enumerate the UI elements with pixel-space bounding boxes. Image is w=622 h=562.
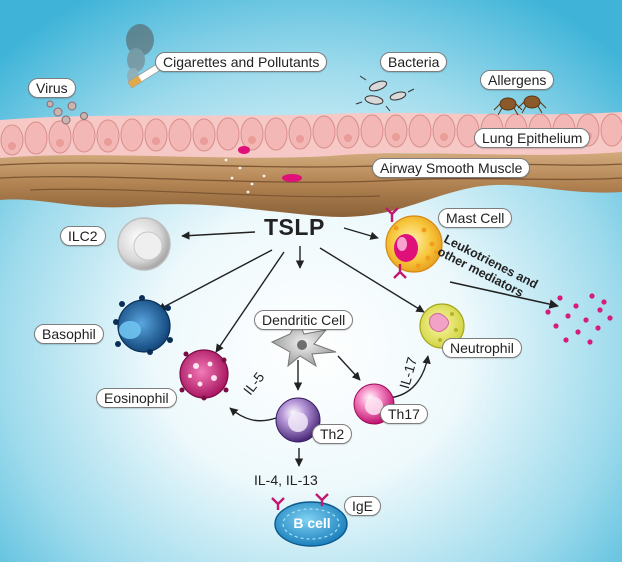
allergens-label: Allergens — [480, 70, 555, 90]
smoke — [126, 24, 154, 84]
ige-receptor-icon — [393, 264, 407, 279]
virus-particles — [46, 100, 88, 125]
basophil-cell — [113, 295, 173, 355]
lung-epithelium-label: Lung Epithelium — [474, 128, 591, 148]
th2-label: Th2 — [312, 424, 353, 444]
tslp-release-spot — [282, 174, 302, 182]
ige-label: IgE — [344, 496, 382, 516]
eosinophil-cell — [179, 349, 229, 401]
b-cell — [271, 493, 348, 547]
ige-receptor-icon — [271, 497, 285, 510]
mast-cell — [385, 207, 443, 279]
b-cell-label: B cell — [293, 515, 331, 531]
ige-receptor-icon — [315, 493, 329, 506]
allergens — [493, 95, 547, 116]
neutrophil-cell — [419, 303, 465, 349]
lung-epithelium-layer — [0, 112, 622, 194]
mediator-particles — [545, 293, 613, 345]
basophil-label: Basophil — [34, 324, 104, 344]
il4-il13-label: IL-4, IL-13 — [254, 472, 318, 488]
th2-cell — [275, 397, 321, 443]
ilc2-label: ILC2 — [60, 226, 106, 246]
ige-receptor-icon — [385, 207, 399, 222]
tslp-arrows — [157, 227, 559, 467]
th17-label: Th17 — [380, 404, 428, 424]
ilc2-cell — [117, 217, 171, 271]
mast-cell-label: Mast Cell — [438, 208, 513, 228]
tslp-label: TSLP — [264, 214, 325, 240]
cigarettes-label: Cigarettes and Pollutants — [155, 52, 328, 72]
dendritic-cell-label: Dendritic Cell — [254, 310, 354, 330]
bacteria — [355, 75, 415, 112]
eosinophil-label: Eosinophil — [96, 388, 177, 408]
bacteria-label: Bacteria — [380, 52, 448, 72]
neutrophil-label: Neutrophil — [442, 338, 522, 358]
tslp-release-spot — [238, 146, 250, 154]
airway-smooth-muscle-label: Airway Smooth Muscle — [372, 158, 531, 178]
virus-label: Virus — [28, 78, 76, 98]
